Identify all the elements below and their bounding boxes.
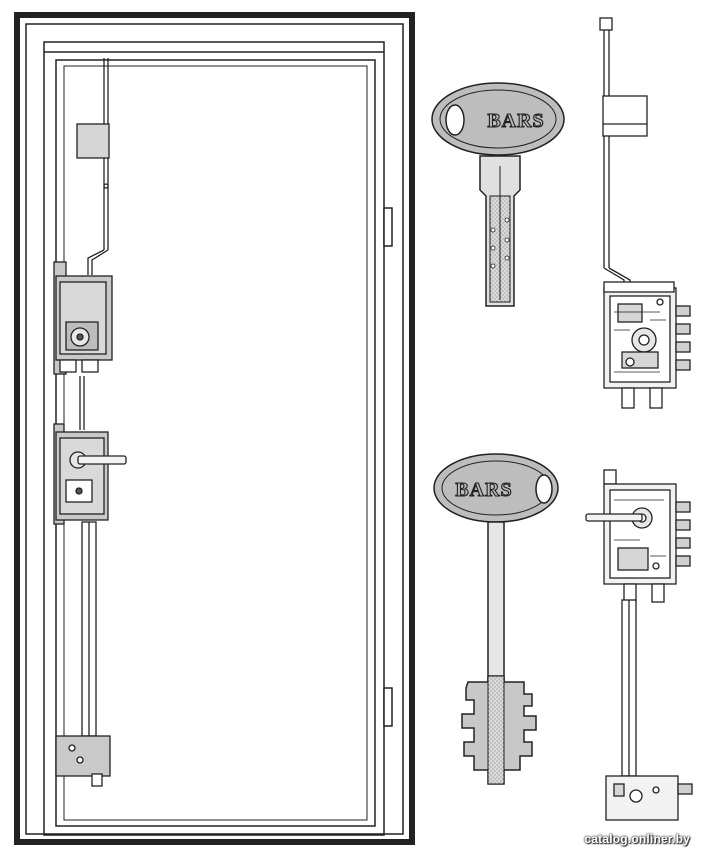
upper-bolt-box — [602, 95, 648, 137]
cylinder-key-head — [431, 82, 565, 156]
door-bottom-bolt — [55, 735, 111, 787]
lower-lock-mechanism — [585, 469, 693, 821]
lever-key — [433, 453, 559, 785]
lower-mechanism-handle — [585, 513, 643, 522]
door-lock-system — [53, 58, 127, 787]
hinge-top — [383, 207, 393, 247]
upper-lock-mechanism — [599, 17, 691, 409]
cylinder-key — [431, 82, 565, 307]
door-outer-frame — [14, 12, 415, 845]
door-lower-lock — [53, 423, 127, 525]
lever-key-hole — [535, 474, 553, 504]
key-brand-bottom: BARS — [455, 479, 512, 501]
door-frame-inner — [25, 23, 404, 835]
watermark: catalog.onliner.by — [584, 832, 690, 846]
door-leaf — [43, 41, 385, 836]
hinge-bottom — [383, 687, 393, 727]
top-bolt-box — [76, 123, 110, 159]
cylinder-key-hole — [445, 104, 465, 136]
door-upper-lock — [53, 261, 113, 375]
key-brand-top: BARS — [487, 110, 544, 132]
door — [14, 12, 415, 845]
